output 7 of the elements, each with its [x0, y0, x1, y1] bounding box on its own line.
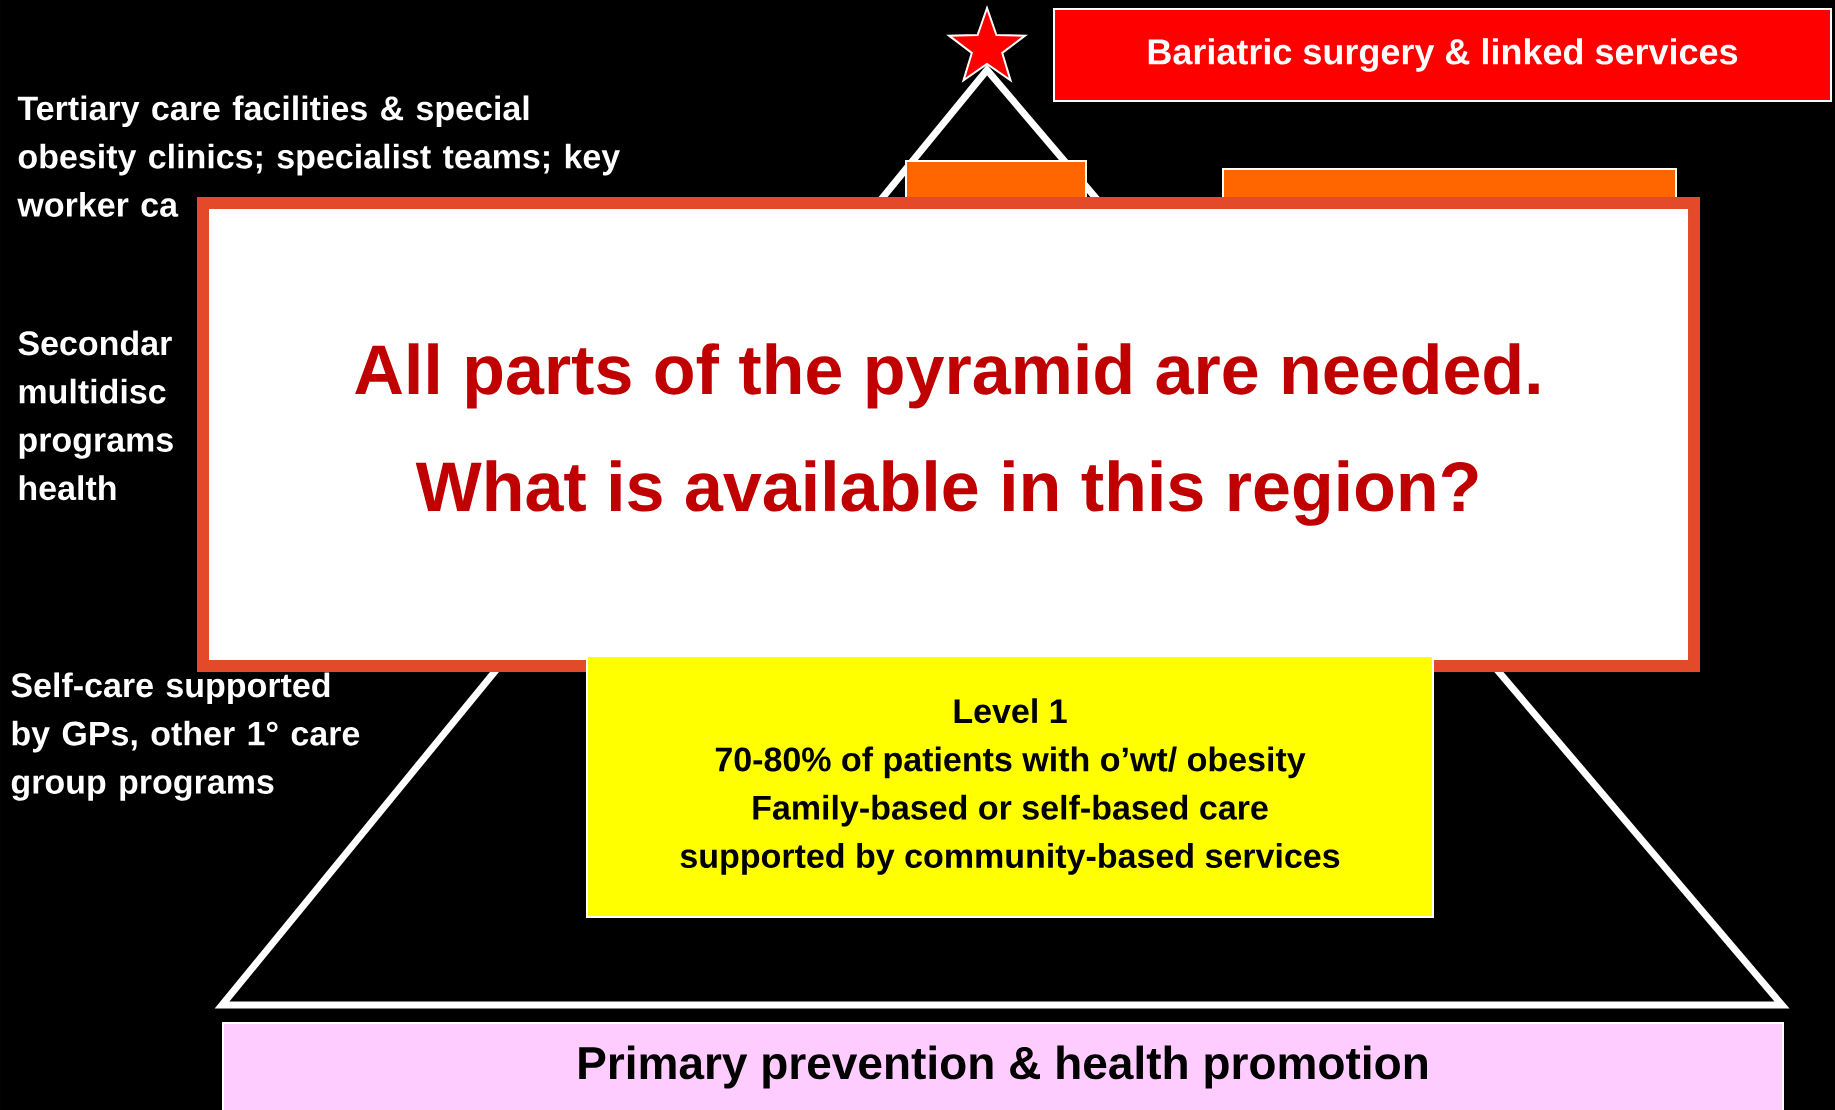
level-box — [1222, 168, 1677, 199]
side-note: Self-care supported by GPs, other 1° care group programs — [11, 672, 360, 801]
prevention-band: Primary prevention & health promotion — [222, 1022, 1784, 1110]
level-box: Level 1 70-80% of patients with o’wt/ obesity Family-based or self-based care supported by community-based services — [586, 655, 1434, 918]
message-dialog: All parts of the pyramid are needed. What is available in this region? — [197, 197, 1700, 672]
level-box — [905, 160, 1087, 199]
service-box: Bariatric surgery & linked services — [1053, 8, 1832, 102]
